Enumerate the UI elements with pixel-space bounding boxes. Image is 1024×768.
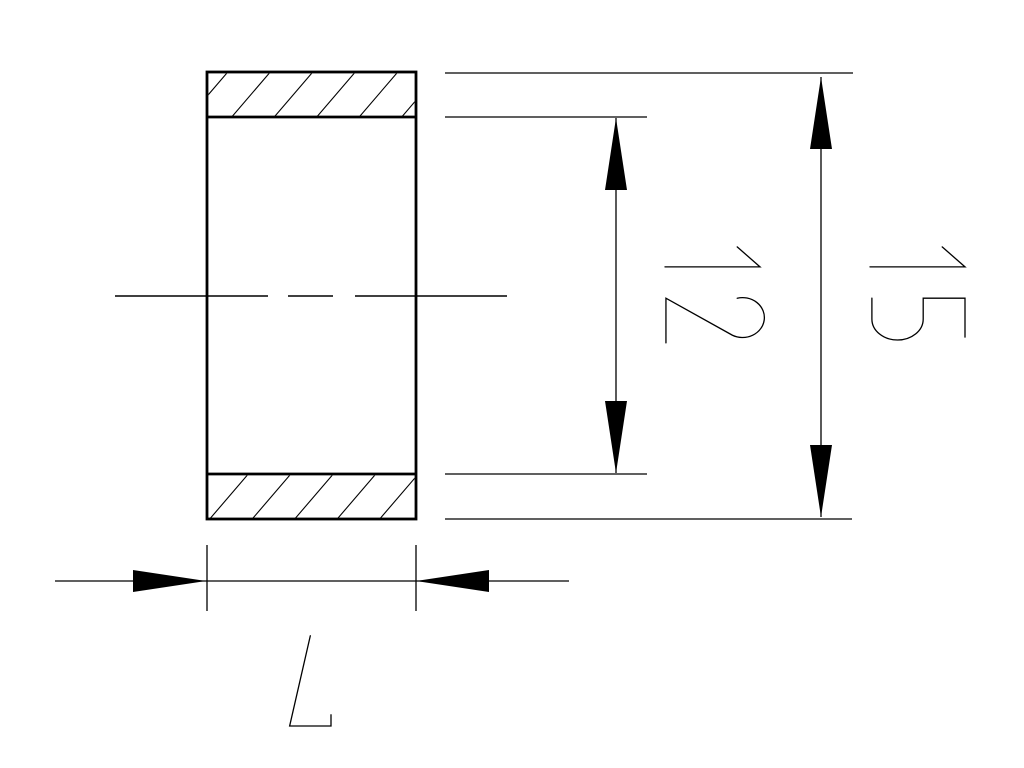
digit-glyph <box>871 297 966 341</box>
arrow-up-icon <box>605 118 627 190</box>
hatch-line <box>231 73 270 116</box>
hatch-line <box>209 475 248 518</box>
inner-diameter-value-text <box>664 246 765 344</box>
section-hatch-bottom-band <box>166 472 505 521</box>
hatch-line <box>421 472 463 521</box>
arrow-left-icon <box>416 570 489 592</box>
dimension-texts <box>288 246 967 727</box>
arrow-down-icon <box>810 445 832 517</box>
part-width-value-text <box>288 635 332 727</box>
arrow-down-icon <box>605 401 627 473</box>
digit-glyph <box>288 635 332 727</box>
hatch-line <box>316 73 355 116</box>
hatch-line <box>337 475 376 518</box>
hatch-line <box>274 73 313 116</box>
dimension-lines <box>55 77 822 582</box>
hatch-line <box>463 472 505 521</box>
arrow-up-icon <box>810 77 832 149</box>
outer-diameter-value-text <box>869 246 967 341</box>
hatch-line <box>443 70 485 119</box>
hatch-line <box>401 101 415 116</box>
digit-glyph <box>869 246 967 268</box>
hatch-line <box>359 73 398 116</box>
digit-glyph <box>664 246 762 268</box>
section-hatch-top-band <box>208 70 527 119</box>
hatch-line <box>208 73 228 96</box>
digit-glyph <box>665 296 765 344</box>
arrow-right-icon <box>133 570 206 592</box>
hatch-line <box>379 477 415 518</box>
hatch-line <box>485 70 527 119</box>
hatch-line <box>294 475 333 518</box>
hatch-line <box>252 475 291 518</box>
extension-lines <box>206 72 853 611</box>
dimension-arrowheads <box>133 77 832 592</box>
hatch-line <box>166 472 208 521</box>
